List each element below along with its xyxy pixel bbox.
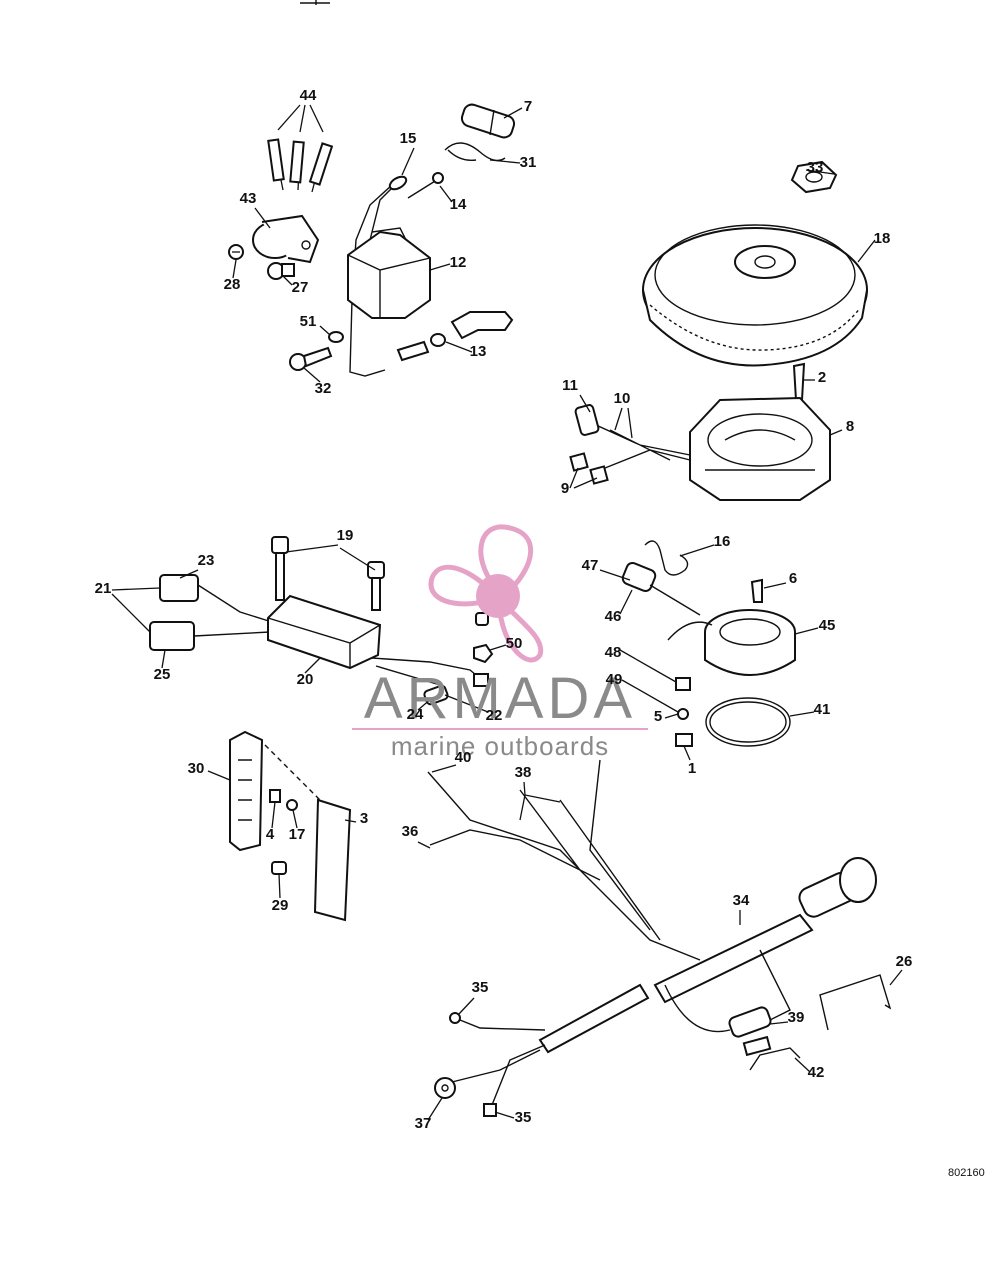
callout-label: 44 (300, 87, 317, 104)
callout-label: 48 (605, 644, 622, 661)
callout-label: 9 (561, 480, 569, 497)
ignition-coil-12 (347, 227, 431, 319)
callout-label: 41 (814, 701, 831, 718)
callout-label: 27 (292, 279, 309, 296)
terminals-44 (267, 138, 334, 193)
watermark-brand: ARMADA (364, 666, 636, 731)
callout-label: 26 (896, 953, 913, 970)
clip-42 (749, 1047, 801, 1071)
callout-label: 20 (297, 671, 314, 688)
callout-label: 33 (807, 159, 824, 176)
callout-label: 28 (224, 276, 241, 293)
callout-label: 35 (472, 979, 489, 996)
clip-26 (819, 974, 892, 1031)
callout-label: 23 (198, 552, 215, 569)
screw-6 (750, 578, 763, 603)
solenoid-43 (252, 214, 320, 264)
callout-label: 39 (788, 1009, 805, 1026)
callout-label: 16 (714, 533, 731, 550)
boot-13 (396, 311, 514, 362)
screw-2 (792, 362, 806, 401)
callout-label: 1 (688, 760, 696, 777)
clip-31 (444, 142, 506, 162)
callout-label: 4 (266, 826, 275, 843)
wiring-harness-34 (427, 759, 877, 1033)
callout-label: 11 (562, 377, 578, 394)
callout-label: 15 (400, 130, 417, 147)
ring-41 (705, 697, 791, 747)
callout-label: 35 (515, 1109, 532, 1126)
propeller-logo (428, 524, 544, 663)
callout-label: 30 (188, 760, 205, 777)
screws-19 (271, 536, 385, 611)
timer-base-45 (667, 609, 796, 676)
sensor-46-47 (621, 561, 701, 616)
callout-label: 24 (407, 706, 424, 723)
callout-label: 25 (154, 666, 171, 683)
callout-label: 45 (819, 617, 836, 634)
cover-3 (313, 798, 352, 922)
callout-label: 10 (614, 390, 631, 407)
connector-7 (460, 103, 516, 139)
callout-label: 51 (300, 313, 317, 330)
callout-label: 29 (272, 897, 289, 914)
nut-33 (790, 160, 838, 194)
callout-label: 49 (606, 671, 623, 688)
callout-label: 43 (240, 190, 257, 207)
callout-label: 42 (808, 1064, 825, 1081)
callout-label: 3 (360, 810, 368, 827)
callout-label: 12 (450, 254, 467, 271)
callout-label: 8 (846, 418, 854, 435)
stator-8 (689, 396, 831, 501)
callout-label: 40 (455, 749, 472, 766)
power-pack-20 (267, 594, 489, 687)
stator-leads (584, 419, 691, 471)
nut-50 (473, 643, 494, 664)
callout-label: 38 (515, 764, 532, 781)
washer-51 (328, 331, 344, 343)
terminal-block-30 (229, 730, 264, 852)
flywheel-18 (642, 224, 868, 367)
callout-label: 32 (315, 380, 332, 397)
watermark-tagline: marine outboards (391, 731, 609, 761)
callout-label: 19 (337, 527, 354, 544)
callout-label: 6 (789, 570, 797, 587)
callout-label: 13 (470, 343, 487, 360)
callout-label: 31 (520, 154, 537, 171)
screws-28-27 (228, 244, 295, 280)
leader-lines (111, 104, 903, 1121)
callout-label: 36 (402, 823, 419, 840)
drawing-code: 802160 (948, 1167, 985, 1179)
callout-label: 17 (289, 826, 306, 843)
lower-harness (434, 983, 650, 1117)
callout-label: 50 (506, 635, 523, 652)
callout-label: 46 (605, 608, 622, 625)
callout-label: 5 (654, 708, 662, 725)
callout-label: 34 (733, 892, 750, 909)
callout-label: 21 (95, 580, 112, 597)
connectors-23-25 (149, 574, 273, 651)
clip-16 (644, 540, 689, 576)
callout-label: 7 (524, 98, 532, 115)
callout-label: 37 (415, 1115, 432, 1132)
callout-label: 18 (874, 230, 891, 247)
armada-watermark: ARMADA marine outboards (352, 524, 648, 761)
screw-32 (289, 346, 333, 371)
callout-label: 2 (818, 369, 826, 386)
callout-label: 14 (450, 196, 467, 213)
callout-label: 47 (582, 557, 599, 574)
callout-label: 22 (486, 707, 503, 724)
